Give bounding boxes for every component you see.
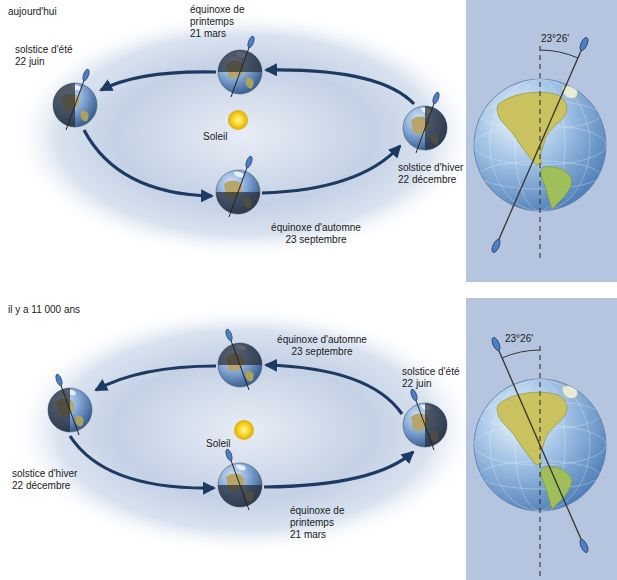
label-place: solstice d'hiver 22 décembre [398, 162, 466, 186]
orbit-arrow [266, 70, 414, 104]
earth [53, 69, 97, 130]
spin-icon [490, 336, 501, 351]
earth [218, 329, 262, 390]
label-place: Soleil [203, 131, 227, 143]
figure-label: solstice d'été 22 juin [402, 366, 466, 390]
spin-icon [578, 36, 589, 51]
figure-label: équinoxe de printemps 21 mars [190, 4, 246, 40]
earth [403, 92, 447, 153]
figure-label: équinoxe d'automne 23 septembre [270, 222, 362, 246]
globe-panel [466, 298, 617, 580]
earth [216, 156, 260, 217]
orbit-arrow [70, 436, 214, 488]
orbit-arrow [84, 130, 212, 196]
label-place: il y a 11 000 ans [8, 304, 80, 316]
sun [228, 110, 248, 130]
figure-label: il y a 11 000 ans [8, 304, 80, 316]
label-place: 23°26' [541, 33, 569, 45]
label-place: Soleil [206, 438, 230, 450]
orbit-arrow [96, 366, 216, 390]
figure-label: Soleil [203, 131, 227, 143]
label-place: 23°26' [505, 333, 533, 345]
orbit-arrow [264, 452, 413, 487]
figure-label: solstice d'hiver 22 décembre [398, 162, 466, 186]
label-place: aujourd'hui [8, 6, 57, 18]
orbit-arrow [101, 72, 216, 90]
figure-label: solstice d'hiver 22 décembre [12, 468, 80, 492]
angle-arc [540, 50, 578, 58]
rotation-axis [496, 44, 584, 246]
spin-icon [490, 238, 501, 253]
figure-label: équinoxe d'automne 23 septembre [276, 334, 368, 358]
label-place: solstice d'été 22 juin [15, 44, 79, 68]
earth [403, 389, 447, 450]
label-place: solstice d'été 22 juin [402, 366, 466, 390]
vertical-dashed [539, 46, 540, 262]
figure-label: 23°26' [505, 333, 533, 345]
rotation-axis [496, 344, 584, 546]
orbit-arrow [262, 146, 400, 193]
figure-label: équinoxe de printemps 21 mars [290, 505, 346, 541]
orbit-arrow [266, 365, 402, 414]
angle-arc [502, 350, 540, 358]
figure-label: aujourd'hui [8, 6, 57, 18]
label-place: équinoxe de printemps 21 mars [190, 4, 246, 40]
figure-label: solstice d'été 22 juin [15, 44, 79, 68]
label-place: équinoxe d'automne 23 septembre [276, 334, 368, 358]
vertical-dashed [539, 346, 540, 578]
earth [218, 449, 262, 510]
sun [234, 420, 254, 440]
orbit-glow [10, 10, 480, 260]
orbit-glow [10, 305, 480, 555]
label-place: équinoxe d'automne 23 septembre [270, 222, 362, 246]
earth [48, 374, 92, 435]
globe-panel [466, 0, 617, 282]
earth [218, 36, 262, 97]
label-place: solstice d'hiver 22 décembre [12, 468, 80, 492]
figure-label: 23°26' [541, 33, 569, 45]
figure-label: Soleil [206, 438, 230, 450]
label-place: équinoxe de printemps 21 mars [290, 505, 346, 541]
spin-icon [578, 538, 589, 553]
